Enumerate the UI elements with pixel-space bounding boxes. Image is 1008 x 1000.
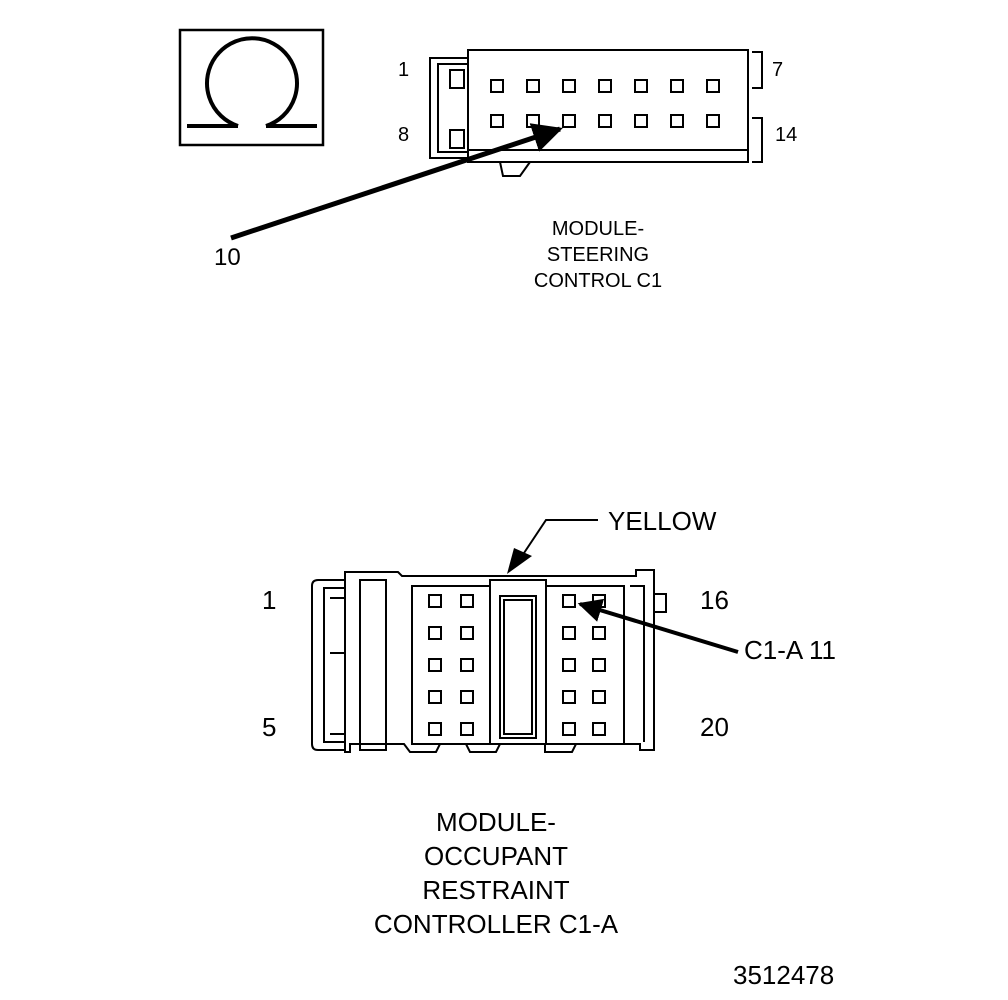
c1-pin-cavity: [634, 79, 648, 93]
c1-pin-cavity: [634, 114, 648, 128]
c1-pin-8-label: 8: [398, 124, 410, 146]
c1-pin-cavity: [670, 79, 684, 93]
c1a-caption-line-3: RESTRAINT: [422, 875, 570, 905]
c1a-caption-line-4: CONTROLLER C1-A: [373, 909, 619, 939]
c1a-pin-1-label: 1: [262, 585, 277, 615]
c1a-pin-cavity: [592, 658, 606, 672]
c1-pin-cavity: [490, 79, 504, 93]
c1a-pin-cavity: [460, 690, 474, 704]
c1a-pin-5-label: 5: [262, 712, 277, 742]
c1a-pin-cavity: [428, 626, 442, 640]
ohm-icon: [178, 28, 325, 147]
c1-caption-line-3: CONTROL C1: [533, 270, 663, 292]
c1a-pin-cavity: [428, 722, 442, 736]
c1a-pin-cavity: [428, 594, 442, 608]
figure-id: 3512478: [733, 960, 835, 990]
c1-caption-line-2: STEERING: [546, 244, 650, 266]
occupant-restraint-connector: [311, 569, 667, 753]
c1a-callout-pin-label: C1-A 11: [744, 635, 837, 665]
c1a-pin-cavity: [562, 722, 576, 736]
c1a-pin-cavity: [562, 594, 576, 608]
c1-pin-cavity: [598, 114, 612, 128]
steering-control-pin-cavities: [490, 79, 720, 128]
c1a-caption-line-1: MODULE-: [436, 807, 556, 837]
pin-10-callout-arrow: [230, 123, 563, 241]
yellow-arrowhead: [507, 548, 532, 574]
c1a-pin-cavity: [592, 722, 606, 736]
c1-pin-cavity: [526, 79, 540, 93]
yellow-color-label: YELLOW: [608, 506, 717, 536]
c1-pin-cavity: [562, 79, 576, 93]
c1a-pin-16-label: 16: [700, 585, 729, 615]
c1-callout-pin-label: 10: [214, 244, 241, 271]
c1-pin-1-label: 1: [398, 59, 410, 81]
c1a-pin-cavity: [460, 658, 474, 672]
c1a-pin-cavity: [460, 722, 474, 736]
c1-pin-cavity: [490, 114, 504, 128]
occupant-restraint-pin-cavities: [428, 594, 606, 736]
c1a-pin-20-label: 20: [700, 712, 729, 742]
c1-pin-cavity: [526, 114, 540, 128]
c1-pin-cavity: [706, 114, 720, 128]
c1a-pin-cavity: [428, 658, 442, 672]
c1-caption: MODULE- STEERING CONTROL C1: [498, 216, 698, 294]
c1a-caption: MODULE- OCCUPANT RESTRAINT CONTROLLER C1…: [346, 805, 646, 941]
c1-caption-line-1: MODULE-: [551, 218, 645, 240]
c1-pin-14-label: 14: [775, 124, 798, 146]
c1a-pin-cavity: [562, 658, 576, 672]
c1-pin-cavity: [706, 79, 720, 93]
c1-pin-cavity: [562, 114, 576, 128]
c1a-pin-cavity: [460, 626, 474, 640]
steering-control-connector: [429, 49, 763, 177]
c1a-pin-cavity: [562, 690, 576, 704]
pin-c1a-11-callout-arrow: [577, 598, 739, 654]
c1a-pin-cavity: [460, 594, 474, 608]
c1-pin-cavity: [670, 114, 684, 128]
c1a-pin-cavity: [562, 626, 576, 640]
c1a-caption-line-2: OCCUPANT: [424, 841, 568, 871]
c1a-pin-cavity: [428, 690, 442, 704]
c1a-pin-cavity: [592, 690, 606, 704]
c1a-pin-cavity: [592, 626, 606, 640]
c1-pin-cavity: [598, 79, 612, 93]
yellow-leader-line: [521, 519, 598, 557]
c1-pin-7-label: 7: [772, 59, 784, 81]
c1a-pin-cavity: [592, 594, 606, 608]
